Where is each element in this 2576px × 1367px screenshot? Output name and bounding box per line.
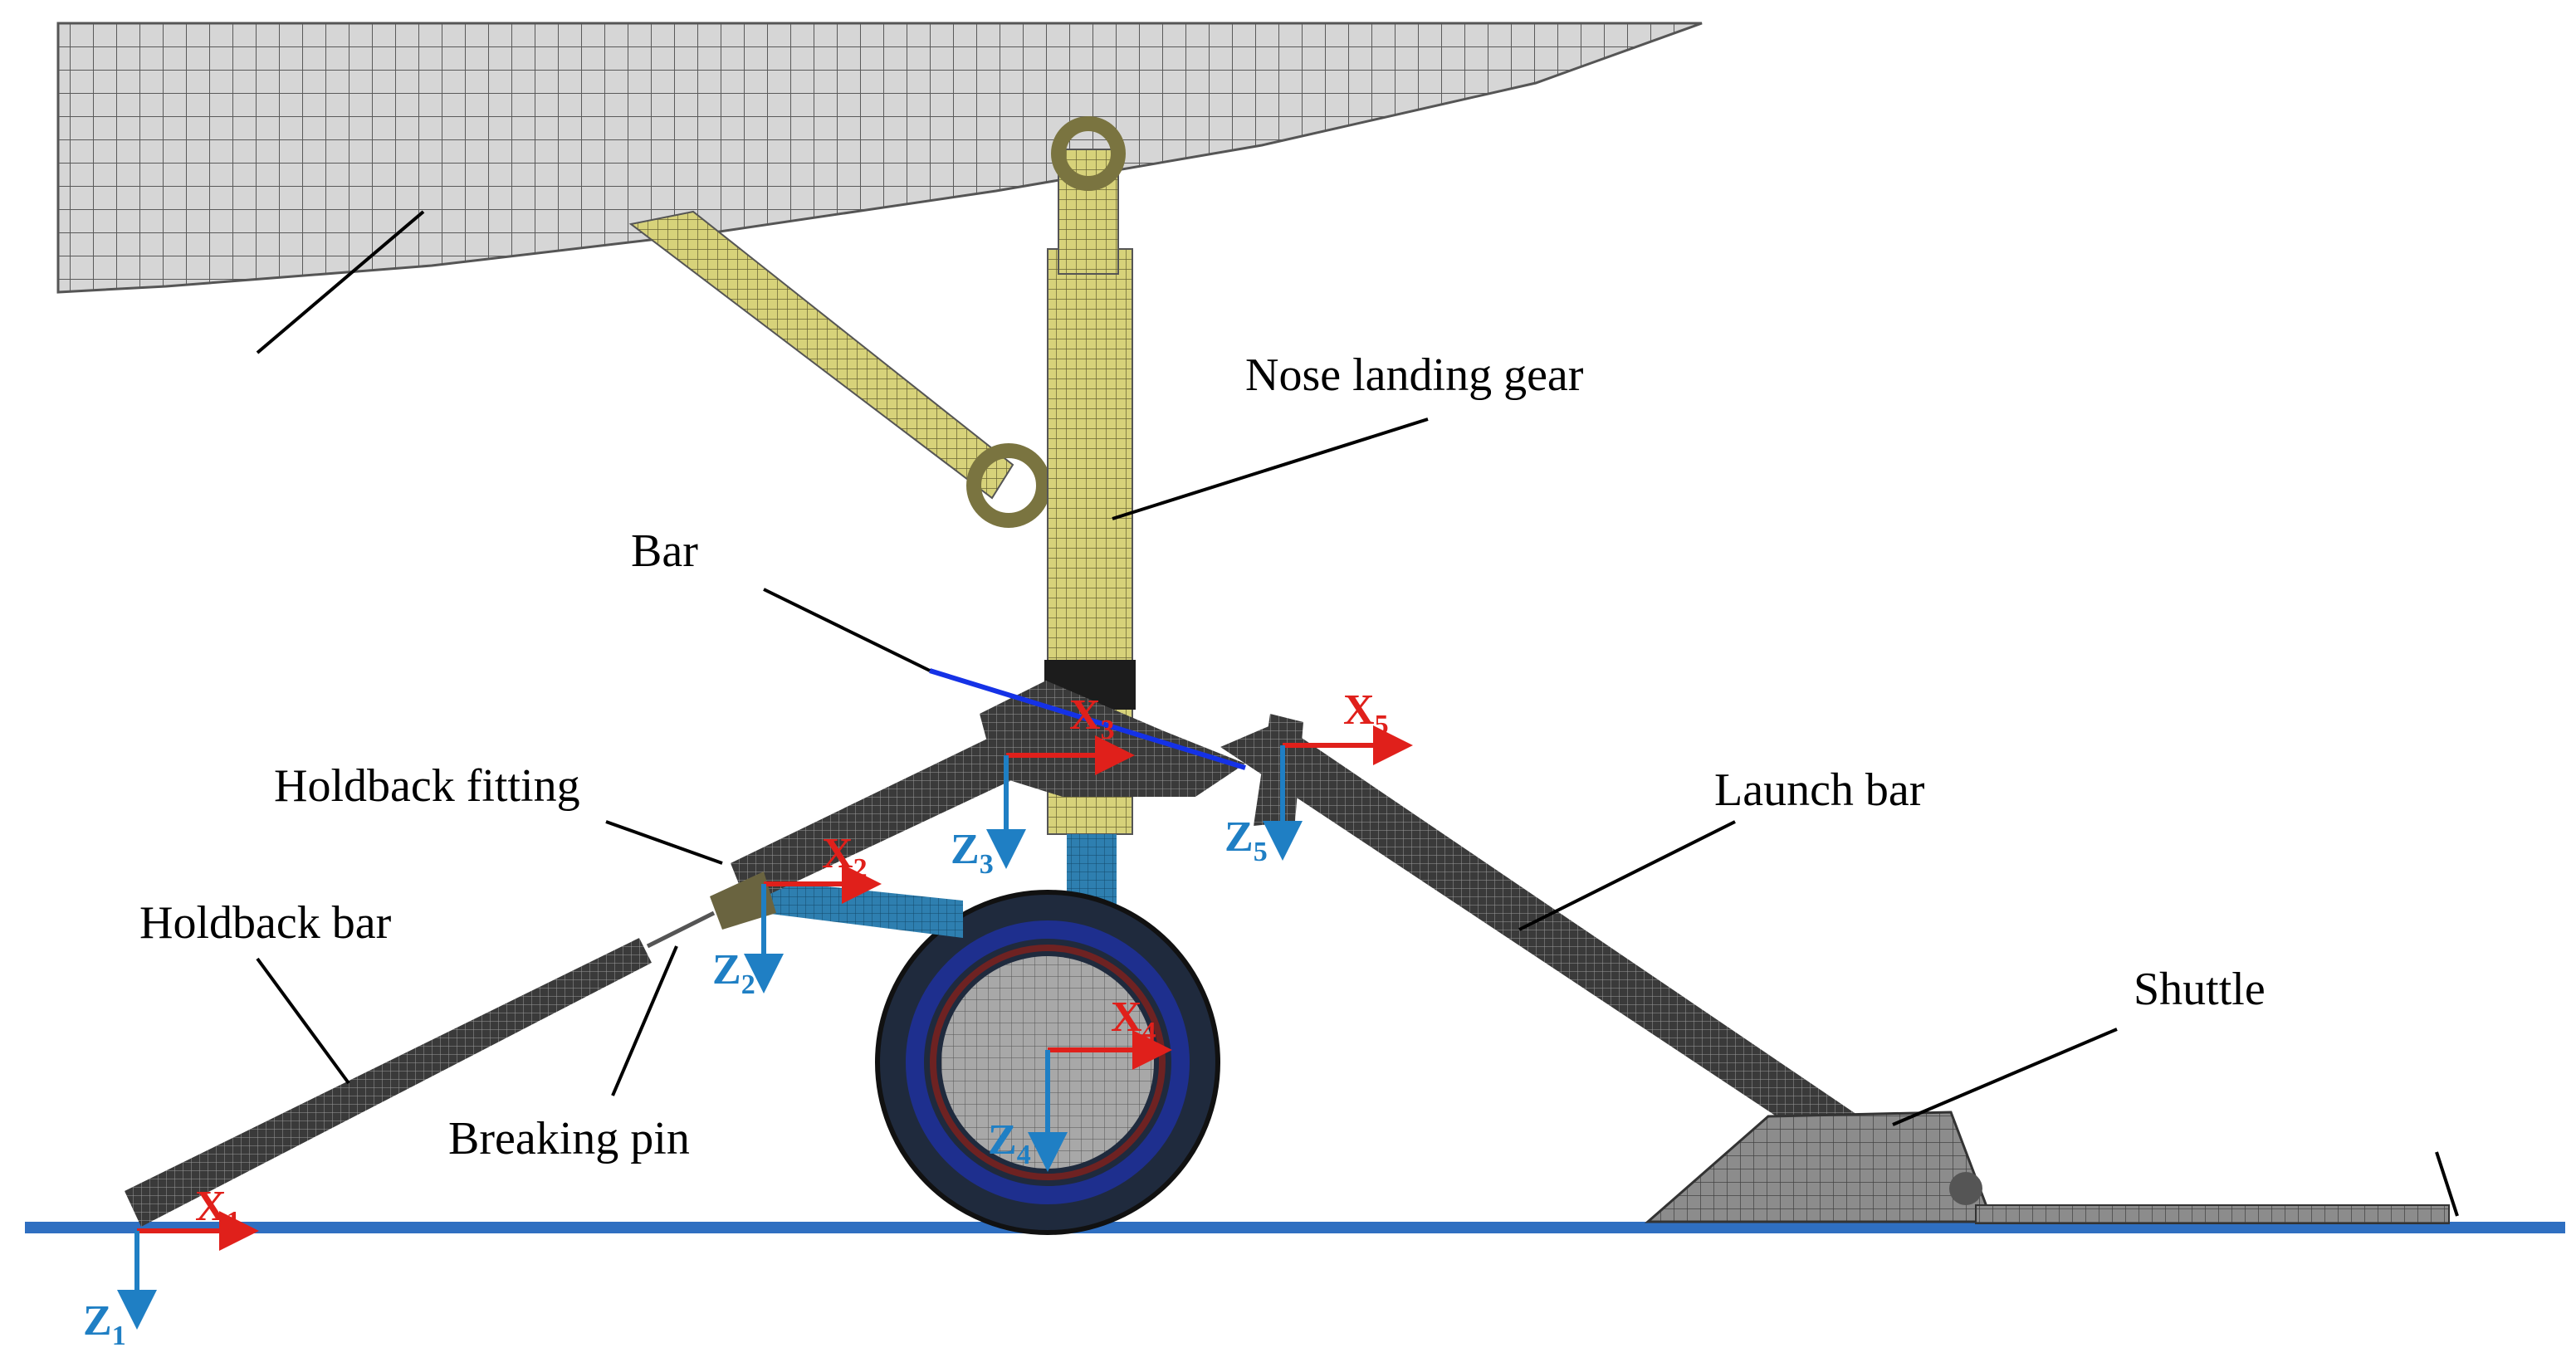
frame-1: X1 Z1: [83, 1183, 259, 1351]
z1-label: Z1: [83, 1297, 126, 1351]
fuselage-leader-line: [256, 210, 425, 354]
z4-label: Z4: [988, 1116, 1031, 1170]
frame-3: X3 Z3: [951, 691, 1135, 880]
frame-4: X4 Z4: [988, 994, 1172, 1172]
leader-nose-landing-gear: [1112, 417, 1429, 520]
holdback-bar-shape: [125, 938, 652, 1227]
x4-label: X4: [1111, 994, 1156, 1047]
x2-label: X2: [822, 830, 868, 884]
frame-5: X5 Z5: [1224, 686, 1413, 867]
leader-bar: [763, 588, 931, 672]
x3-label: X3: [1069, 691, 1115, 745]
shuttle-shape: [1645, 1111, 2450, 1224]
leader-shuttle: [1892, 1028, 2118, 1126]
z2-label: Z2: [712, 946, 755, 1000]
leader-deck: [2435, 1151, 2459, 1217]
label-breaking-pin: Breaking pin: [448, 1113, 690, 1164]
launch-bar-shape: [1220, 722, 1860, 1133]
z5-label: Z5: [1224, 813, 1268, 867]
label-holdback-bar: Holdback bar: [139, 897, 392, 949]
x5-label: X5: [1343, 686, 1389, 740]
drag-brace: [628, 210, 1051, 528]
x1-label: X1: [195, 1183, 241, 1237]
torque-link: [764, 880, 963, 938]
label-nose-landing-gear: Nose landing gear: [1245, 349, 1584, 401]
launch-bar-head: [1254, 714, 1303, 826]
breaking-pin-shape: [646, 911, 716, 949]
deck-line: [25, 1222, 2565, 1233]
leader-holdback-bar: [256, 957, 350, 1085]
holdback-fitting-shape: [710, 871, 776, 930]
leader-lines: [256, 417, 2459, 1217]
label-holdback-fitting: Holdback fitting: [274, 760, 580, 812]
label-shuttle: Shuttle: [2134, 964, 2266, 1015]
label-bar: Bar: [631, 525, 698, 577]
leader-breaking-pin: [611, 945, 678, 1096]
fuselage-mesh: [56, 22, 1703, 294]
leader-holdback-fitting: [605, 820, 723, 865]
frame-2: X2 Z2: [712, 830, 882, 1000]
main-strut: [1044, 116, 1136, 909]
label-launch-bar: Launch bar: [1714, 764, 1925, 816]
z3-label: Z3: [951, 826, 994, 880]
bar-line: [929, 668, 1246, 770]
holdback-arm: [731, 730, 1029, 905]
leader-launch-bar: [1518, 820, 1736, 931]
